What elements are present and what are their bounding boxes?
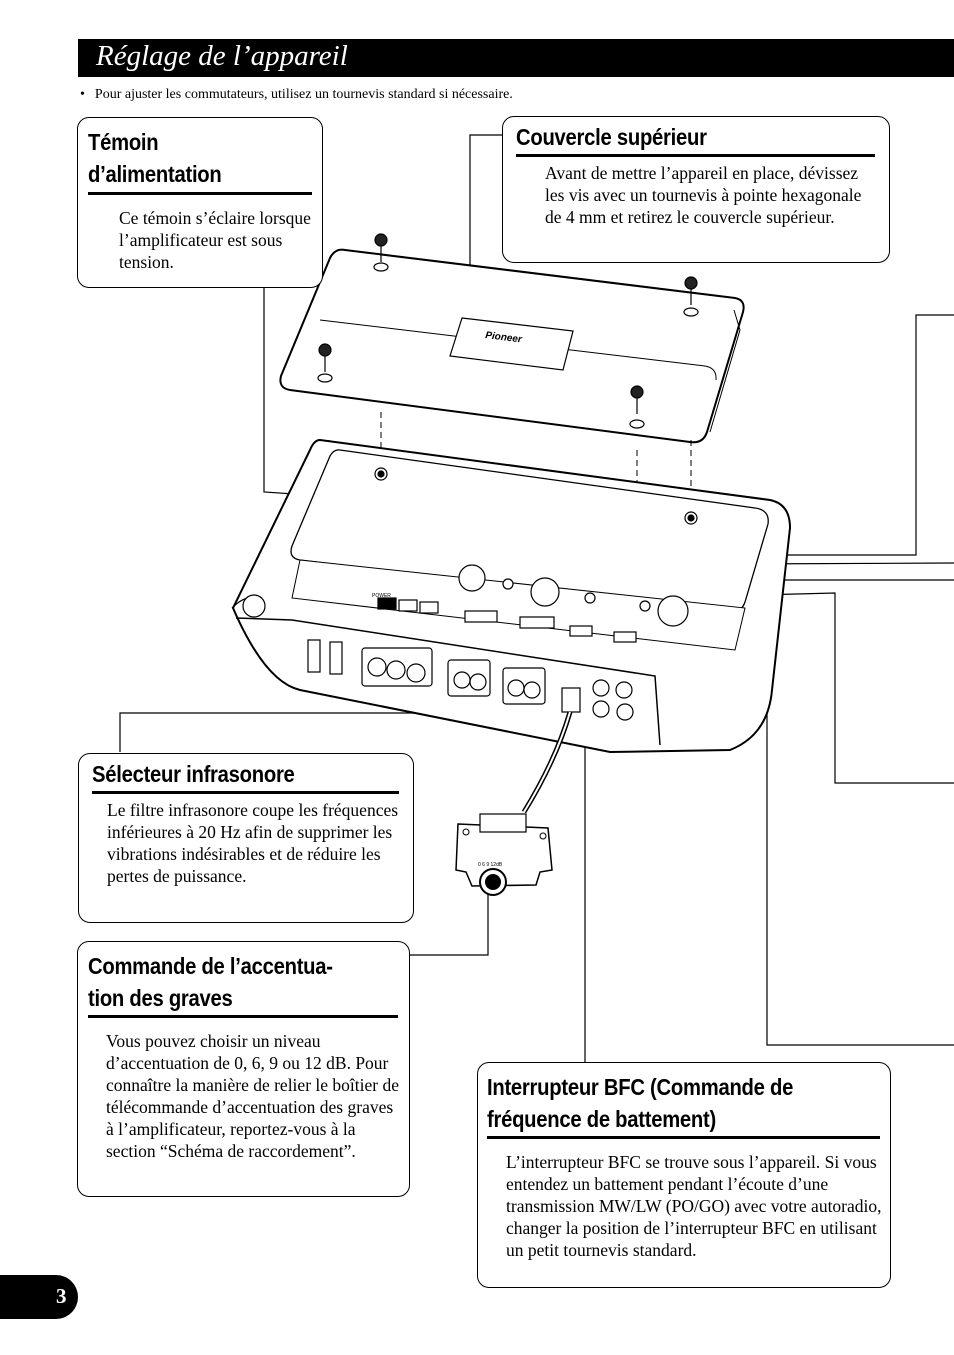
callout-cover-rule — [516, 154, 875, 157]
callout-bass-rule — [88, 1015, 398, 1018]
callout-bfc-title-line2: fréquence de battement) — [487, 1106, 716, 1132]
page-number-tab: 3 — [0, 1275, 78, 1319]
cover-brand-logo: Pioneer — [485, 330, 524, 346]
callout-bass-body: Vous pouvez choisir un niveau d’accentua… — [106, 1031, 399, 1161]
callout-bfc-title: Interrupteur BFC (Commande de fréquence … — [487, 1071, 793, 1135]
callout-top-cover: Couvercle supérieur Avant de mettre l’ap… — [502, 116, 890, 263]
callout-power-title-line2: d’alimentation — [88, 161, 222, 187]
callout-bfc-rule — [487, 1136, 880, 1139]
callout-power-body: Ce témoin s’éclaire lorsque l’amplificat… — [119, 208, 311, 272]
panel-label-power: POWER — [372, 593, 391, 599]
top-cover: Pioneer — [279, 233, 745, 625]
callout-subsonic-rule — [92, 791, 399, 794]
callout-subsonic-title: Sélecteur infrasonore — [92, 761, 295, 787]
callout-power-rule — [88, 192, 312, 195]
bass-boost-remote: 0 6 9 12dB — [455, 813, 553, 896]
callout-subsonic: Sélecteur infrasonore Le filtre infrason… — [78, 753, 414, 923]
callout-bfc-body: L’interrupteur BFC se trouve sous l’appa… — [506, 1152, 882, 1260]
page-number: 3 — [56, 1284, 67, 1308]
callout-bass-title-line2: tion des graves — [88, 985, 233, 1011]
callout-power-title-line1: Témoin — [88, 129, 159, 155]
bullet-marker: • — [80, 87, 85, 102]
remote-scale-label: 0 6 9 12dB — [478, 862, 503, 868]
section-title: Réglage de l’appareil — [96, 40, 348, 72]
callout-bass-title: Commande de l’accentua- tion des graves — [88, 950, 333, 1014]
callout-power-indicator: Témoin d’alimentation Ce témoin s’éclair… — [77, 117, 323, 288]
callout-bfc-switch: Interrupteur BFC (Commande de fréquence … — [477, 1062, 891, 1288]
callout-bfc-title-line1: Interrupteur BFC (Commande de — [487, 1074, 794, 1100]
callout-cover-title: Couvercle supérieur — [516, 124, 707, 150]
instruction-note: • Pour ajuster les commutateurs, utilisez… — [80, 87, 513, 103]
callout-cover-body: Avant de mettre l’appareil en place, dév… — [545, 163, 862, 227]
callout-bass-boost: Commande de l’accentua- tion des graves … — [77, 941, 410, 1197]
callout-subsonic-body: Le filtre infrasonore coupe les fréquenc… — [107, 800, 399, 886]
callout-power-title: Témoin d’alimentation — [88, 126, 222, 190]
callout-bass-title-line1: Commande de l’accentua- — [88, 953, 333, 979]
instruction-note-text: Pour ajuster les commutateurs, utilisez … — [94, 87, 513, 102]
section-title-bar: Réglage de l’appareil — [78, 39, 954, 77]
amplifier-body: POWER — [231, 438, 792, 814]
